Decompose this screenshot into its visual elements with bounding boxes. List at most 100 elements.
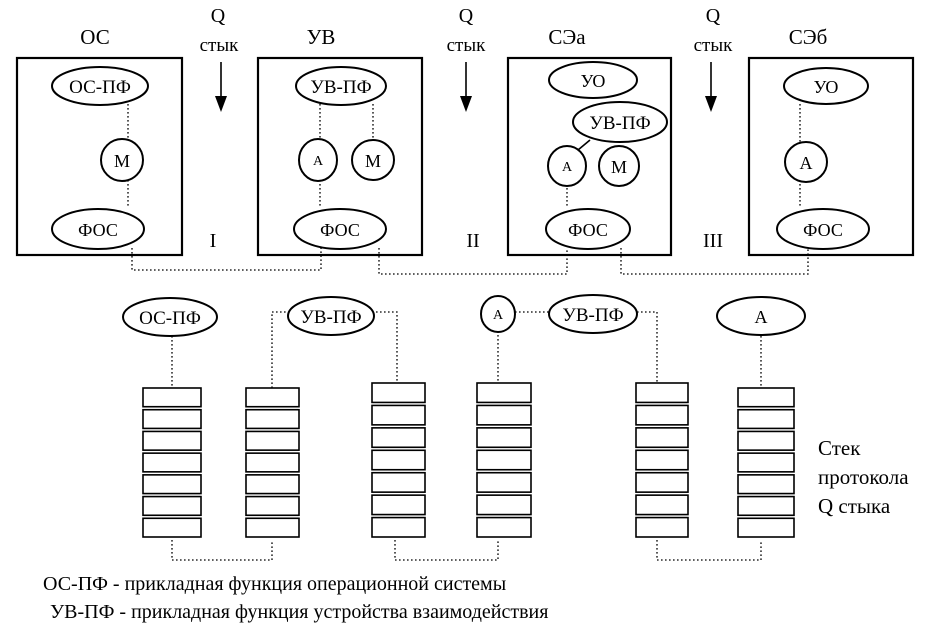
stack-label-line-2: протокола (818, 465, 909, 489)
dotted-connections (127, 104, 809, 561)
interface-2-numeral: II (466, 230, 479, 252)
stack-layer (635, 471, 689, 493)
stack-layer (245, 387, 300, 408)
node-os-pf: ОС-ПФ (51, 66, 149, 106)
stack-layer (737, 495, 795, 517)
stack-layer (635, 382, 689, 404)
node-uo-label: УО (814, 77, 839, 97)
node-m: М (598, 145, 640, 187)
stack-layer (737, 387, 795, 408)
stack-layer (142, 474, 202, 495)
stack-layer (142, 517, 202, 538)
stack-label-line-1: Стек (818, 436, 861, 460)
protocol-stack (371, 382, 426, 538)
node-a-label: А (800, 153, 813, 173)
stack-layer (371, 516, 426, 538)
stack-layer (245, 495, 300, 517)
stack-layer (142, 495, 202, 517)
node-fos-label: ФОС (320, 220, 360, 240)
stack-layer (476, 449, 532, 471)
node-fos: ФОС (51, 208, 145, 250)
node-a: А (716, 296, 806, 336)
node-a-label: А (562, 160, 573, 175)
block-title-os: ОС (80, 25, 109, 49)
node-fos-label: ФОС (568, 220, 608, 240)
stack-layer (371, 404, 426, 426)
stack-layer (737, 517, 795, 538)
protocol-stack (142, 387, 202, 538)
node-uv-pf: УВ-ПФ (295, 66, 387, 106)
stack-layer (635, 404, 689, 426)
interface-1-word: стык (200, 35, 240, 56)
stack-layer (737, 430, 795, 451)
block-title-seb: СЭб (789, 25, 828, 49)
stack-layer (476, 516, 532, 538)
stack-layer (635, 494, 689, 516)
stack-layer (737, 452, 795, 473)
stack-layer (142, 452, 202, 473)
stack-layer (371, 471, 426, 493)
block-title-uv: УВ (307, 25, 336, 49)
node-fos: ФОС (545, 208, 631, 250)
node-a: А (298, 138, 338, 182)
interface-3: Q стык (694, 5, 734, 112)
node-a-label: А (755, 307, 768, 327)
stack-layer (371, 382, 426, 404)
node-m-label: М (365, 151, 381, 171)
stack-layer (142, 387, 202, 408)
down-arrow-icon (460, 62, 472, 112)
node-uv-pf: УВ-ПФ (548, 294, 638, 334)
stack-label-line-3: Q стыка (818, 494, 891, 518)
stack-layer (142, 430, 202, 451)
interface-3-word: стык (694, 35, 734, 56)
stack-layer (245, 452, 300, 473)
stack-layer (371, 449, 426, 471)
node-uv-pf-label: УВ-ПФ (310, 77, 371, 98)
node-uo: УО (548, 61, 638, 99)
node-fos-label: ФОС (803, 220, 843, 240)
node-a: А (784, 141, 828, 183)
node-uv-pf-label: УВ-ПФ (562, 305, 623, 326)
interface-3-q: Q (706, 5, 721, 27)
node-a-label: А (493, 308, 504, 323)
node-os-pf-label: ОС-ПФ (139, 308, 201, 329)
node-fos: ФОС (293, 208, 387, 250)
down-arrow-icon (705, 62, 717, 112)
stack-layer (142, 408, 202, 430)
stack-layer (737, 408, 795, 430)
protocol-stack (476, 382, 532, 538)
interface-1-numeral: I (210, 230, 217, 252)
protocol-stack (737, 387, 795, 538)
node-uo: УО (783, 67, 869, 105)
stack-layer (371, 494, 426, 516)
stack-layer (737, 474, 795, 495)
node-a-label: А (313, 154, 324, 169)
block-title-sea: СЭа (548, 25, 586, 49)
node-os-pf-label: ОС-ПФ (69, 77, 131, 98)
stack-layer (476, 494, 532, 516)
node-m-label: М (114, 151, 130, 171)
node-a: А (547, 145, 587, 187)
protocol-stack (245, 387, 300, 538)
stack-layer (245, 474, 300, 495)
stack-layer (635, 449, 689, 471)
stack-layer (245, 430, 300, 451)
stack-layer (476, 471, 532, 493)
node-os-pf: ОС-ПФ (122, 297, 218, 337)
node-fos-label: ФОС (78, 220, 118, 240)
protocol-stack (635, 382, 689, 538)
down-arrow-icon (215, 62, 227, 112)
interface-2-word: стык (447, 35, 487, 56)
interface-2: Q стык (447, 5, 487, 112)
stack-layer (635, 516, 689, 538)
interface-1: Q стык (200, 5, 240, 112)
stack-layer (635, 427, 689, 449)
stack-layer (245, 517, 300, 538)
node-fos: ФОС (776, 208, 870, 250)
node-m: М (100, 138, 144, 182)
stack-layer (476, 404, 532, 426)
node-m: М (351, 139, 395, 181)
node-uo-label: УО (581, 71, 606, 91)
node-uv-pf-label: УВ-ПФ (589, 113, 650, 134)
